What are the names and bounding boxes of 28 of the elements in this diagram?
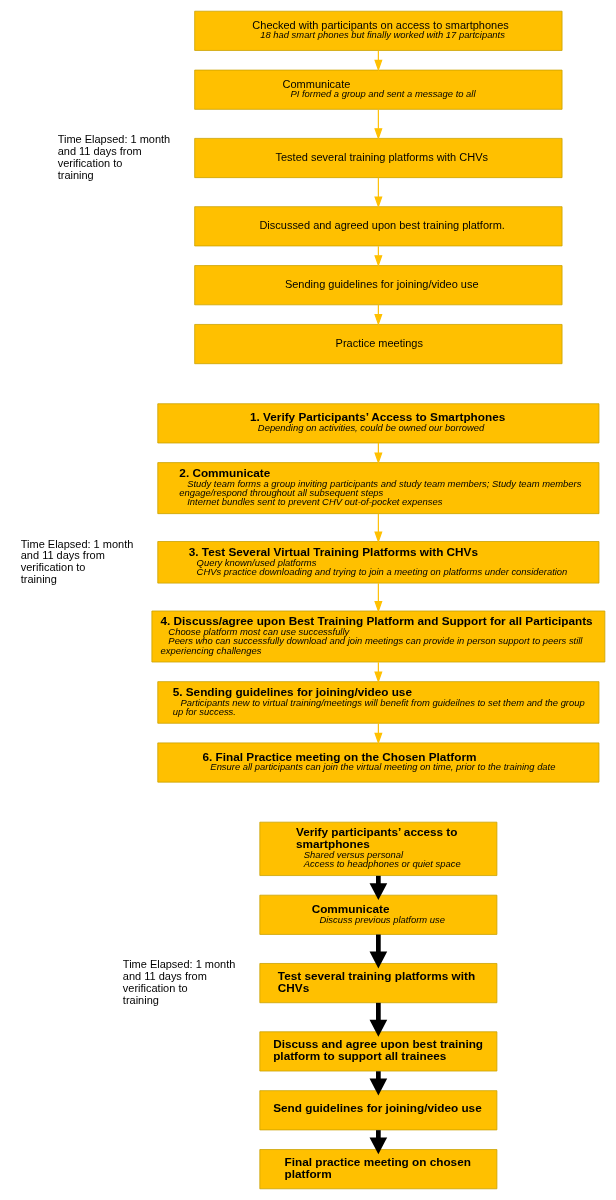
node-box: 5. Sending guidelines for joining/video use Participants new to virtual training/meetings will benefit from guideilnes to set them and the group up for success. [156, 681, 599, 724]
label: Time Elapsed: 1 month and 11 days from verification to training [57, 133, 170, 181]
node-box: Tested several training platforms with CHVs [193, 138, 562, 179]
arrow [373, 722, 382, 745]
node-box: Communicate Discuss previous platform use [258, 894, 497, 935]
node-box: Discuss and agree upon best training platform to support all trainees [258, 1031, 497, 1072]
node-box: Checked with participants on access to smartphones 18 had smart phones but finally worked with 17 partcipants [193, 10, 562, 51]
node-box: Final practice meeting on chosen platform [258, 1149, 497, 1190]
node-box: 3. Test Several Virtual Training Platforms with CHVs Query known/used platforms CHVs practice downloading and trying to join a meeting on platforms under consideration [156, 541, 599, 584]
label: Time Elapsed: 1 month and 11 days from verification to training [20, 537, 133, 585]
node-box: Practice meetings [193, 324, 562, 365]
label: Time Elapsed: 1 month and 11 days from verification to training [122, 958, 235, 1006]
node-box: 2. Communicate Study team forms a group inviting participants and study team members; Study team members engage/respond throughout all subsequent steps Internet bundles sent to prevent CHV out-of-pocket expenses [156, 462, 599, 515]
node-box: Verify participants’ access to smartphones Shared versus personal Access to headphones or quiet space [258, 821, 497, 876]
node-box: 1. Verify Participants’ Access to Smartphones Depending on activities, could be owned our borrowed [156, 403, 599, 444]
arrow [373, 582, 382, 613]
arrow [369, 1002, 387, 1037]
node-box: Sending guidelines for joining/video use [193, 265, 562, 306]
node-box: Discussed and agreed upon best training platform. [193, 206, 562, 247]
node-box: 6. Final Practice meeting on the Chosen Platform Ensure all participants can join the virtual meeting on time, prior to the training date [156, 742, 599, 783]
node-box: Communicate PI formed a group and sent a message to all [193, 69, 562, 110]
node-box: Send guidelines for joining/video use [258, 1090, 497, 1131]
arrow [373, 108, 382, 141]
node-box: 4. Discuss/agree upon Best Training Platform and Support for all Participants Choose platform most can use successfully Peers who can successfully download and join meetings can provide in person support to peers still experiencing challenges [151, 610, 605, 663]
arrow [373, 513, 382, 544]
arrow [373, 177, 382, 209]
node-box: Test several training platforms with CHVs [258, 963, 497, 1004]
arrow [369, 934, 387, 969]
